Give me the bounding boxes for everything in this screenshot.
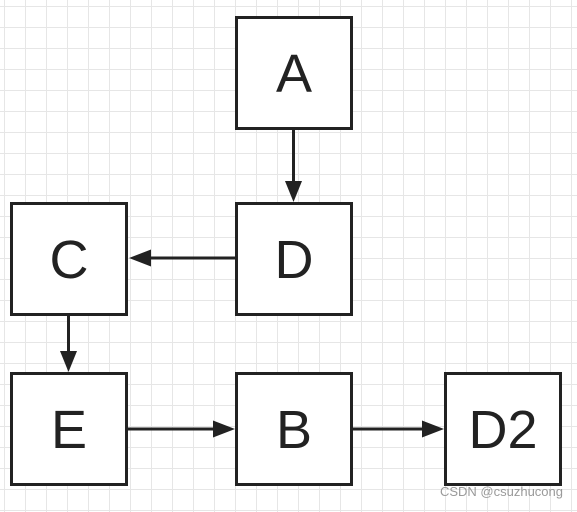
edge-c-to-e <box>60 315 77 372</box>
node-d-label: D <box>275 230 314 290</box>
node-d2-label: D2 <box>468 400 537 460</box>
node-a-label: A <box>276 44 312 104</box>
node-a: A <box>235 16 353 130</box>
edge-e-to-b <box>128 420 235 438</box>
node-e-label: E <box>51 400 87 460</box>
edge-a-to-d <box>285 129 302 202</box>
edge-d-to-c <box>129 249 236 267</box>
node-d: D <box>235 202 353 316</box>
node-b-label: B <box>276 400 312 460</box>
watermark: CSDN @csuzhucong <box>439 484 563 499</box>
node-c: C <box>10 202 128 316</box>
node-b: B <box>235 372 353 486</box>
node-c-label: C <box>50 230 89 290</box>
node-d2: D2 <box>444 372 562 486</box>
node-e: E <box>10 372 128 486</box>
edge-b-to-d2 <box>352 420 444 438</box>
